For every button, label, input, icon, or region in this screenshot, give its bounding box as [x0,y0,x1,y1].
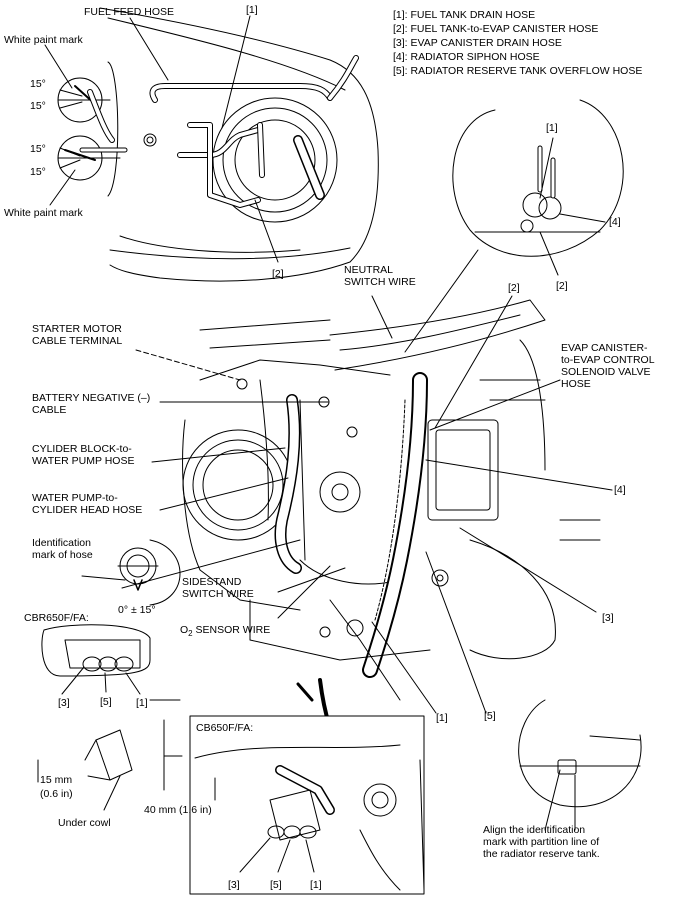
label-top-ref-2: [2] [272,268,284,280]
label-under-cowl: Under cowl [58,817,111,829]
label-angle-tolerance: 0° ± 15° [118,604,156,616]
fuel-tank-top-view [99,7,379,282]
label-white-paint-mark-top: White paint mark [4,34,83,46]
starter-line-1: STARTER MOTOR [32,323,122,335]
label-evap-canister-hose: EVAP CANISTER- to-EVAP CONTROL SOLENOID … [561,342,655,390]
label-main-ref-2: [2] [508,282,520,294]
label-detail-ref-2: [2] [556,280,568,292]
label-cylinder-block-hose: CYLIDER BLOCK-to- WATER PUMP HOSE [32,443,134,467]
hose-legend: [1]: FUEL TANK DRAIN HOSE [2]: FUEL TANK… [393,8,642,78]
label-cbr650-title: CBR650F/FA: [24,612,89,624]
label-detail-ref-1: [1] [546,122,558,134]
evap-line-4: HOSE [561,378,591,390]
cbr650-detail [37,624,183,811]
legend-item-5: [5]: RADIATOR RESERVE TANK OVERFLOW HOSE [393,65,643,77]
note-line-1: Align the identification [483,824,586,836]
evap-line-2: to-EVAP CONTROL [561,354,655,366]
white-paint-mark-details [44,44,128,206]
label-cb-ref-3: [3] [228,879,240,891]
neutral-line-2: SWITCH WIRE [344,276,416,288]
label-cbr-ref-1: [1] [136,697,148,709]
ident-line-1: Identification [32,537,91,549]
identification-mark-detail [81,539,181,606]
label-cb-40mm: 40 mm (1.6 in) [144,804,212,816]
label-main-ref-5: [5] [484,710,496,722]
label-cbr-15mm: 15 mm [40,774,73,786]
label-cbr-ref-5: [5] [100,696,112,708]
label-main-ref-3: [3] [602,612,614,624]
label-battery-negative-cable: BATTERY NEGATIVE (–) CABLE [32,392,150,416]
label-starter-motor-terminal: STARTER MOTOR CABLE TERMINAL [32,323,122,347]
engine-main-view [182,299,601,762]
evap-line-3: SOLENOID VALVE [561,366,651,378]
note-line-3: the radiator reserve tank. [483,848,600,860]
legend-item-2: [2]: FUEL TANK-to-EVAP CANISTER HOSE [393,23,599,35]
label-sidestand-switch-wire: SIDESTAND SWITCH WIRE [182,576,254,600]
o2-subscript: 2 [188,629,193,639]
reserve-tank-detail [518,699,642,831]
sidestand-line-2: SWITCH WIRE [182,588,254,600]
evap-line-1: EVAP CANISTER- [561,342,648,354]
cyl-block-line-2: WATER PUMP HOSE [32,455,135,467]
legend-item-3: [3]: EVAP CANISTER DRAIN HOSE [393,37,562,49]
label-cb650-title: CB650F/FA: [196,722,254,734]
starter-line-2: CABLE TERMINAL [32,335,123,347]
label-cbr-06in: (0.6 in) [40,788,73,800]
hose-joint-detail-circle [404,99,624,353]
label-angle-c: 15° [30,143,46,155]
water-pump-line-2: CYLIDER HEAD HOSE [32,504,143,516]
label-fuel-feed-hose: FUEL FEED HOSE [84,6,175,18]
o2-prefix: O [180,624,189,636]
label-angle-d: 15° [30,166,46,178]
label-white-paint-mark-bottom: White paint mark [4,207,83,219]
label-cb-ref-5: [5] [270,879,282,891]
legend-item-4: [4]: RADIATOR SIPHON HOSE [393,51,540,63]
label-water-pump-hose: WATER PUMP-to- CYLIDER HEAD HOSE [32,492,142,516]
label-main-ref-1: [1] [436,712,448,724]
label-detail-ref-4: [4] [609,216,621,228]
cb650-detail [189,715,425,895]
neutral-line-1: NEUTRAL [344,264,394,276]
water-pump-line-1: WATER PUMP-to- [32,492,118,504]
label-cbr-ref-3: [3] [58,697,70,709]
note-line-2: mark with partition line of [483,836,600,848]
cyl-block-line-1: CYLIDER BLOCK-to- [32,443,132,455]
label-o2-sensor-wire: O2 SENSOR WIRE [180,624,270,640]
main-leader-lines [121,295,613,714]
o2-suffix: SENSOR WIRE [192,624,271,636]
label-main-ref-4: [4] [614,484,626,496]
label-neutral-switch-wire: NEUTRAL SWITCH WIRE [344,264,416,288]
label-cb-ref-1: [1] [310,879,322,891]
label-top-ref-1: [1] [246,4,258,16]
ident-line-2: mark of hose [32,549,93,561]
battery-line-1: BATTERY NEGATIVE (–) [32,392,151,404]
label-angle-a: 15° [30,78,46,90]
legend-item-1: [1]: FUEL TANK DRAIN HOSE [393,9,536,21]
battery-line-2: CABLE [32,404,67,416]
label-angle-b: 15° [30,100,46,112]
label-identification-mark: Identification mark of hose [32,537,93,561]
label-reserve-tank-note: Align the identification mark with parti… [483,824,600,860]
sidestand-line-1: SIDESTAND [182,576,242,588]
